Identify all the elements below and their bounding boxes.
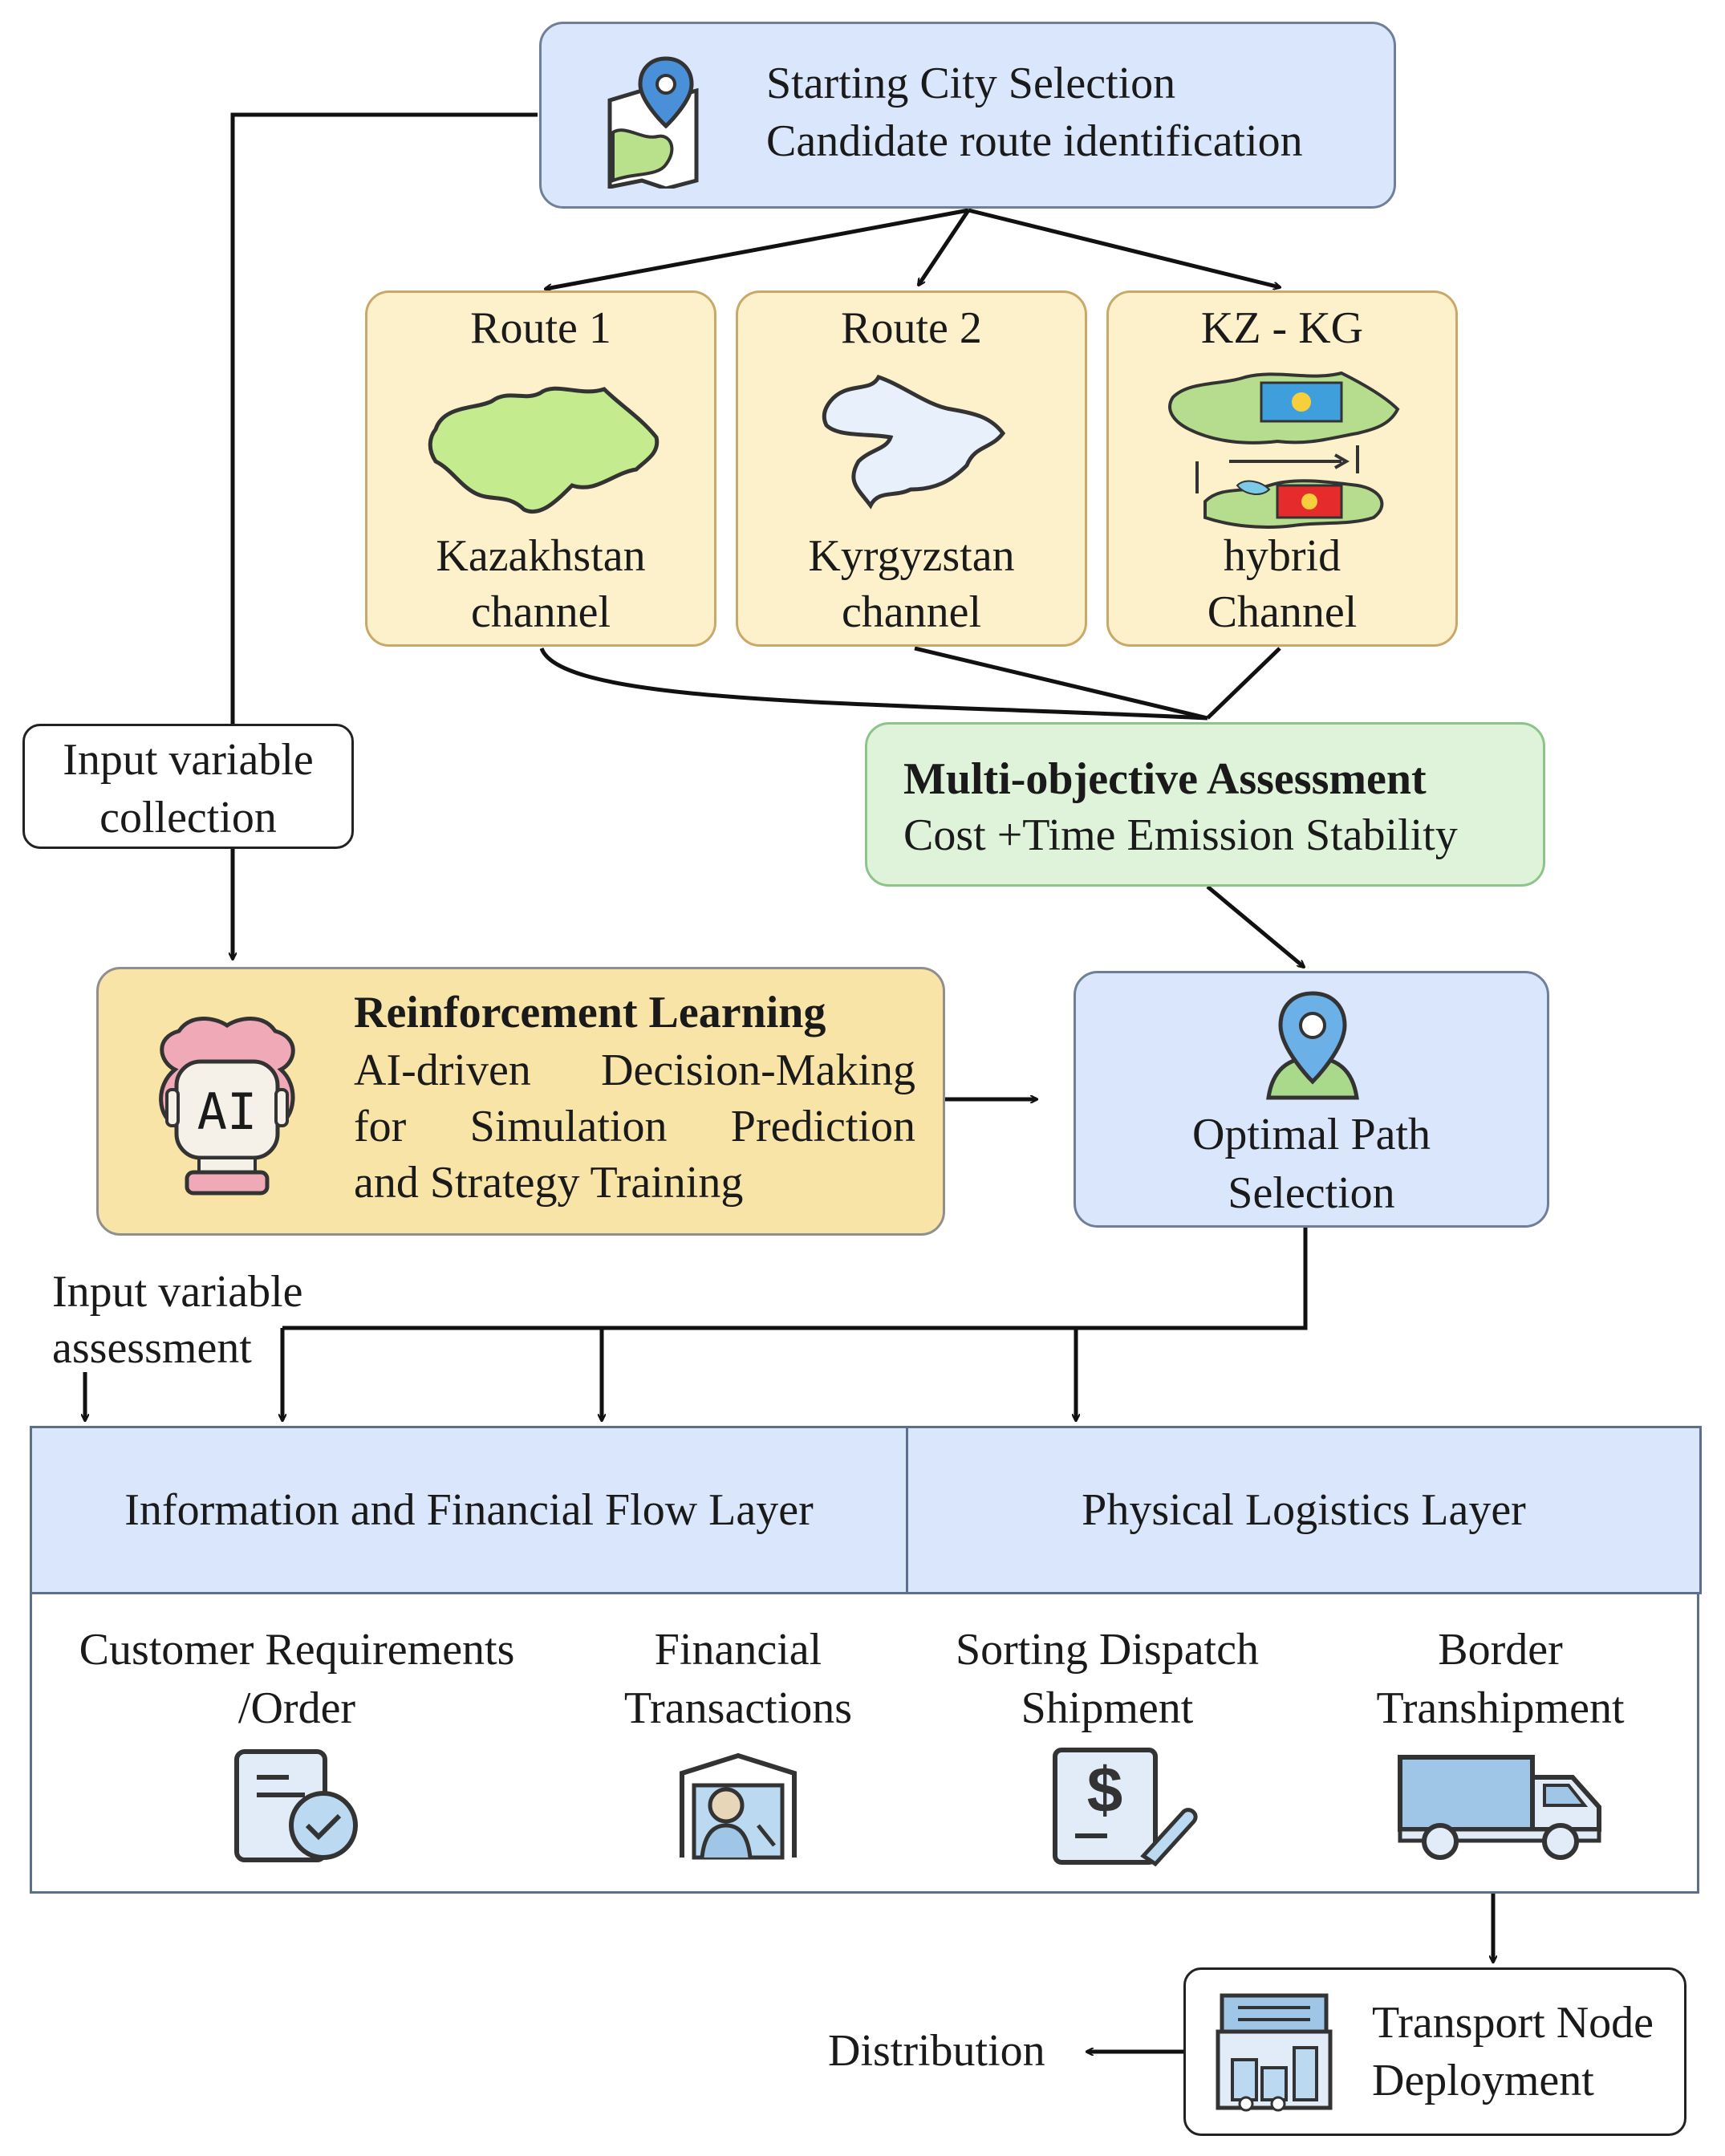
rl-box: AI Reinforcement Learning AI-driven Deci… [96,967,945,1236]
item-1-line2: /Order [237,1683,356,1733]
curve-route1-merge [539,648,1208,721]
rl-line1: AI-driven Decision-Making [354,1046,915,1095]
input-collection-line2: collection [99,793,277,843]
assessment-subtitle: Cost +Time Emission Stability [903,810,1458,860]
warehouse-icon [1216,1993,1333,2112]
start-title: Starting City Selection [766,59,1176,108]
ai-brain-icon: AI [143,1013,311,1198]
item-4-line2: Transhipment [1376,1683,1625,1733]
ai-icon-text: AI [197,1082,258,1141]
start-city-box: Starting City Selection Candidate route … [539,22,1396,209]
input-assessment-line2: assessment [52,1323,252,1373]
transport-line1: Transport Node [1372,1998,1654,2048]
route-kzkg-heading: KZ - KG [1200,303,1364,353]
optimal-path-box: Optimal Path Selection [1074,971,1549,1228]
line-kzkg-merge [1206,647,1281,720]
route-1-heading: Route 1 [470,303,611,353]
line-optimal-bus [282,1228,1308,1330]
item-2-line1: Financial [654,1625,822,1675]
route-kzkg-box: KZ - KG hybrid Channel [1106,290,1458,647]
kyrgyzstan-map-icon [822,374,1006,510]
truck-icon [1398,1755,1601,1860]
item-1-line1: Customer Requirements [79,1625,515,1675]
distribution-label: Distribution [828,2026,1045,2076]
start-subtitle: Candidate route identification [766,116,1303,166]
arrow-start-kzkg [968,208,1280,287]
dollar-document-icon: $ [1053,1748,1198,1867]
layers-block: Information and Financial Flow Layer Phy… [30,1426,1702,1894]
input-collection-line1: Input variable [63,735,314,785]
assessment-title: Multi-objective Assessment [903,754,1427,804]
route-1-label2: channel [470,587,611,637]
physical-logistics-layer-label: Physical Logistics Layer [1082,1485,1526,1535]
route-2-label1: Kyrgyzstan [808,531,1015,581]
route-kzkg-label1: hybrid [1223,531,1341,581]
item-2-line2: Transactions [623,1683,853,1733]
route-1-label1: Kazakhstan [436,531,646,581]
route-2-heading: Route 2 [841,303,982,353]
input-collection-box: Input variable collection [22,724,354,849]
input-assessment-line1: Input variable [52,1267,303,1317]
route-kzkg-label2: Channel [1207,587,1358,637]
kazakhstan-map-icon [428,386,660,514]
route-1-box: Route 1 Kazakhstan channel [365,290,716,647]
info-financial-layer-label: Information and Financial Flow Layer [124,1485,814,1535]
map-pin-icon [607,56,699,189]
transport-node-box: Transport Node Deployment [1183,1967,1686,2136]
assessment-box: Multi-objective Assessment Cost +Time Em… [865,722,1545,887]
rl-title: Reinforcement Learning [354,988,826,1037]
transport-line2: Deployment [1372,2056,1594,2105]
item-3-line2: Shipment [1021,1683,1194,1733]
optimal-line1: Optimal Path [1191,1110,1431,1159]
optimal-line2: Selection [1228,1168,1395,1218]
route-2-box: Route 2 Kyrgyzstan channel [736,290,1087,647]
arrow-start-route1 [546,208,969,289]
svg-text:$: $ [1087,1754,1123,1825]
line-route2-merge [914,646,1208,721]
rl-line2: for Simulation Prediction [354,1102,915,1151]
physical-logistics-layer-header: Physical Logistics Layer [906,1426,1702,1594]
financial-transaction-icon [680,1752,797,1860]
route-2-label2: channel [841,587,982,637]
rl-line3: and Strategy Training [354,1158,744,1208]
line-start-to-input [230,112,538,726]
arrow-assessment-optimal [1206,885,1304,967]
item-4-line1: Border [1438,1625,1563,1675]
kz-kg-hybrid-map-icon [1168,371,1400,529]
item-3-line1: Sorting Dispatch [956,1625,1259,1675]
info-financial-layer-header: Information and Financial Flow Layer [30,1426,908,1594]
order-check-icon [234,1749,358,1862]
arrow-start-route2 [919,209,971,285]
location-person-icon [1266,991,1359,1100]
